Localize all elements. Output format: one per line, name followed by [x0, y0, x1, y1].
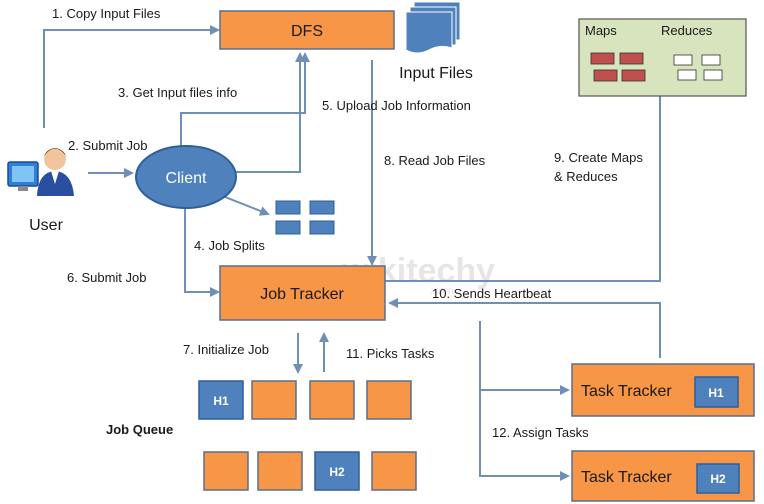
job-split-tile: [275, 200, 301, 215]
map-task-chip: [593, 69, 618, 82]
step-5-label: 5. Upload Job Information: [322, 98, 471, 113]
input-files-icon: [405, 1, 461, 54]
reduces-label: Reduces: [661, 23, 713, 38]
queue-slot: [366, 380, 412, 420]
arrow-create-maps-reduces: [385, 82, 665, 282]
step-1-label: 1. Copy Input Files: [52, 6, 161, 21]
queue-slot-h2: [314, 451, 360, 491]
step-8-label: 8. Read Job Files: [384, 153, 486, 168]
step-11-label: 11. Picks Tasks: [346, 346, 435, 361]
map-task-chip: [621, 69, 646, 82]
step-9-label-line1: 9. Create Maps: [554, 150, 643, 165]
queue-slot: [203, 451, 249, 491]
step-10-label: 10. Sends Heartbeat: [432, 286, 552, 301]
reduce-task-chip: [701, 54, 721, 66]
arrow-submit-job-to-tracker: [184, 205, 220, 297]
arrow-job-splits: [219, 194, 270, 216]
step-4-label: 4. Job Splits: [194, 238, 265, 253]
arrow-copy-input-files: [43, 25, 220, 128]
client-node: [135, 145, 237, 209]
job-split-tile: [309, 220, 335, 235]
task-tracker-2-label: Task Tracker: [581, 469, 672, 486]
job-tracker-box: [219, 265, 386, 321]
step-9-label-line2: & Reduces: [554, 169, 618, 184]
user-label: User: [29, 217, 63, 234]
step-12-label: 12. Assign Tasks: [492, 425, 589, 440]
queue-slot: [251, 380, 297, 420]
queue-slot: [309, 380, 355, 420]
step-7-label: 7. Initialize Job: [183, 342, 269, 357]
step-3-label: 3. Get Input files info: [118, 85, 237, 100]
job-split-tile: [275, 220, 301, 235]
step-2-label: 2. Submit Job: [68, 138, 148, 153]
arrow-assign-task-tracker-2: [479, 390, 570, 481]
queue-slot: [257, 451, 303, 491]
dfs-label: DFS: [291, 23, 323, 40]
task-tracker-1-h1: [694, 376, 739, 408]
task-tracker-2-h2-label: H2: [710, 472, 726, 486]
dfs-box: [219, 10, 395, 50]
job-split-tile: [309, 200, 335, 215]
client-label: Client: [166, 170, 207, 187]
arrow-assign-task-tracker-1: [479, 321, 570, 395]
map-task-chip: [590, 52, 615, 65]
arrow-get-input-files-info: [180, 52, 310, 150]
job-tracker-label: Job Tracker: [260, 286, 344, 303]
queue-slot-h1: [198, 380, 244, 420]
reduce-task-chip: [677, 69, 697, 81]
job-queue-label: Job Queue: [106, 422, 173, 437]
arrow-sends-heartbeat: [388, 298, 661, 358]
queue-h2-label: H2: [329, 465, 345, 479]
task-tracker-2-h2: [696, 463, 740, 494]
queue-h1-label: H1: [213, 394, 229, 408]
maps-label: Maps: [585, 23, 617, 38]
task-tracker-1-h1-label: H1: [708, 386, 724, 400]
user-icon: [7, 148, 74, 196]
task-tracker-1-label: Task Tracker: [581, 383, 672, 400]
input-files-label: Input Files: [399, 65, 473, 82]
reduce-task-chip: [703, 69, 723, 81]
reduce-task-chip: [673, 54, 693, 66]
queue-slot: [371, 451, 417, 491]
watermark-domain: .com: [430, 285, 454, 297]
map-task-chip: [619, 52, 644, 65]
step-6-label: 6. Submit Job: [67, 270, 147, 285]
arrow-upload-job-information: [235, 52, 305, 173]
